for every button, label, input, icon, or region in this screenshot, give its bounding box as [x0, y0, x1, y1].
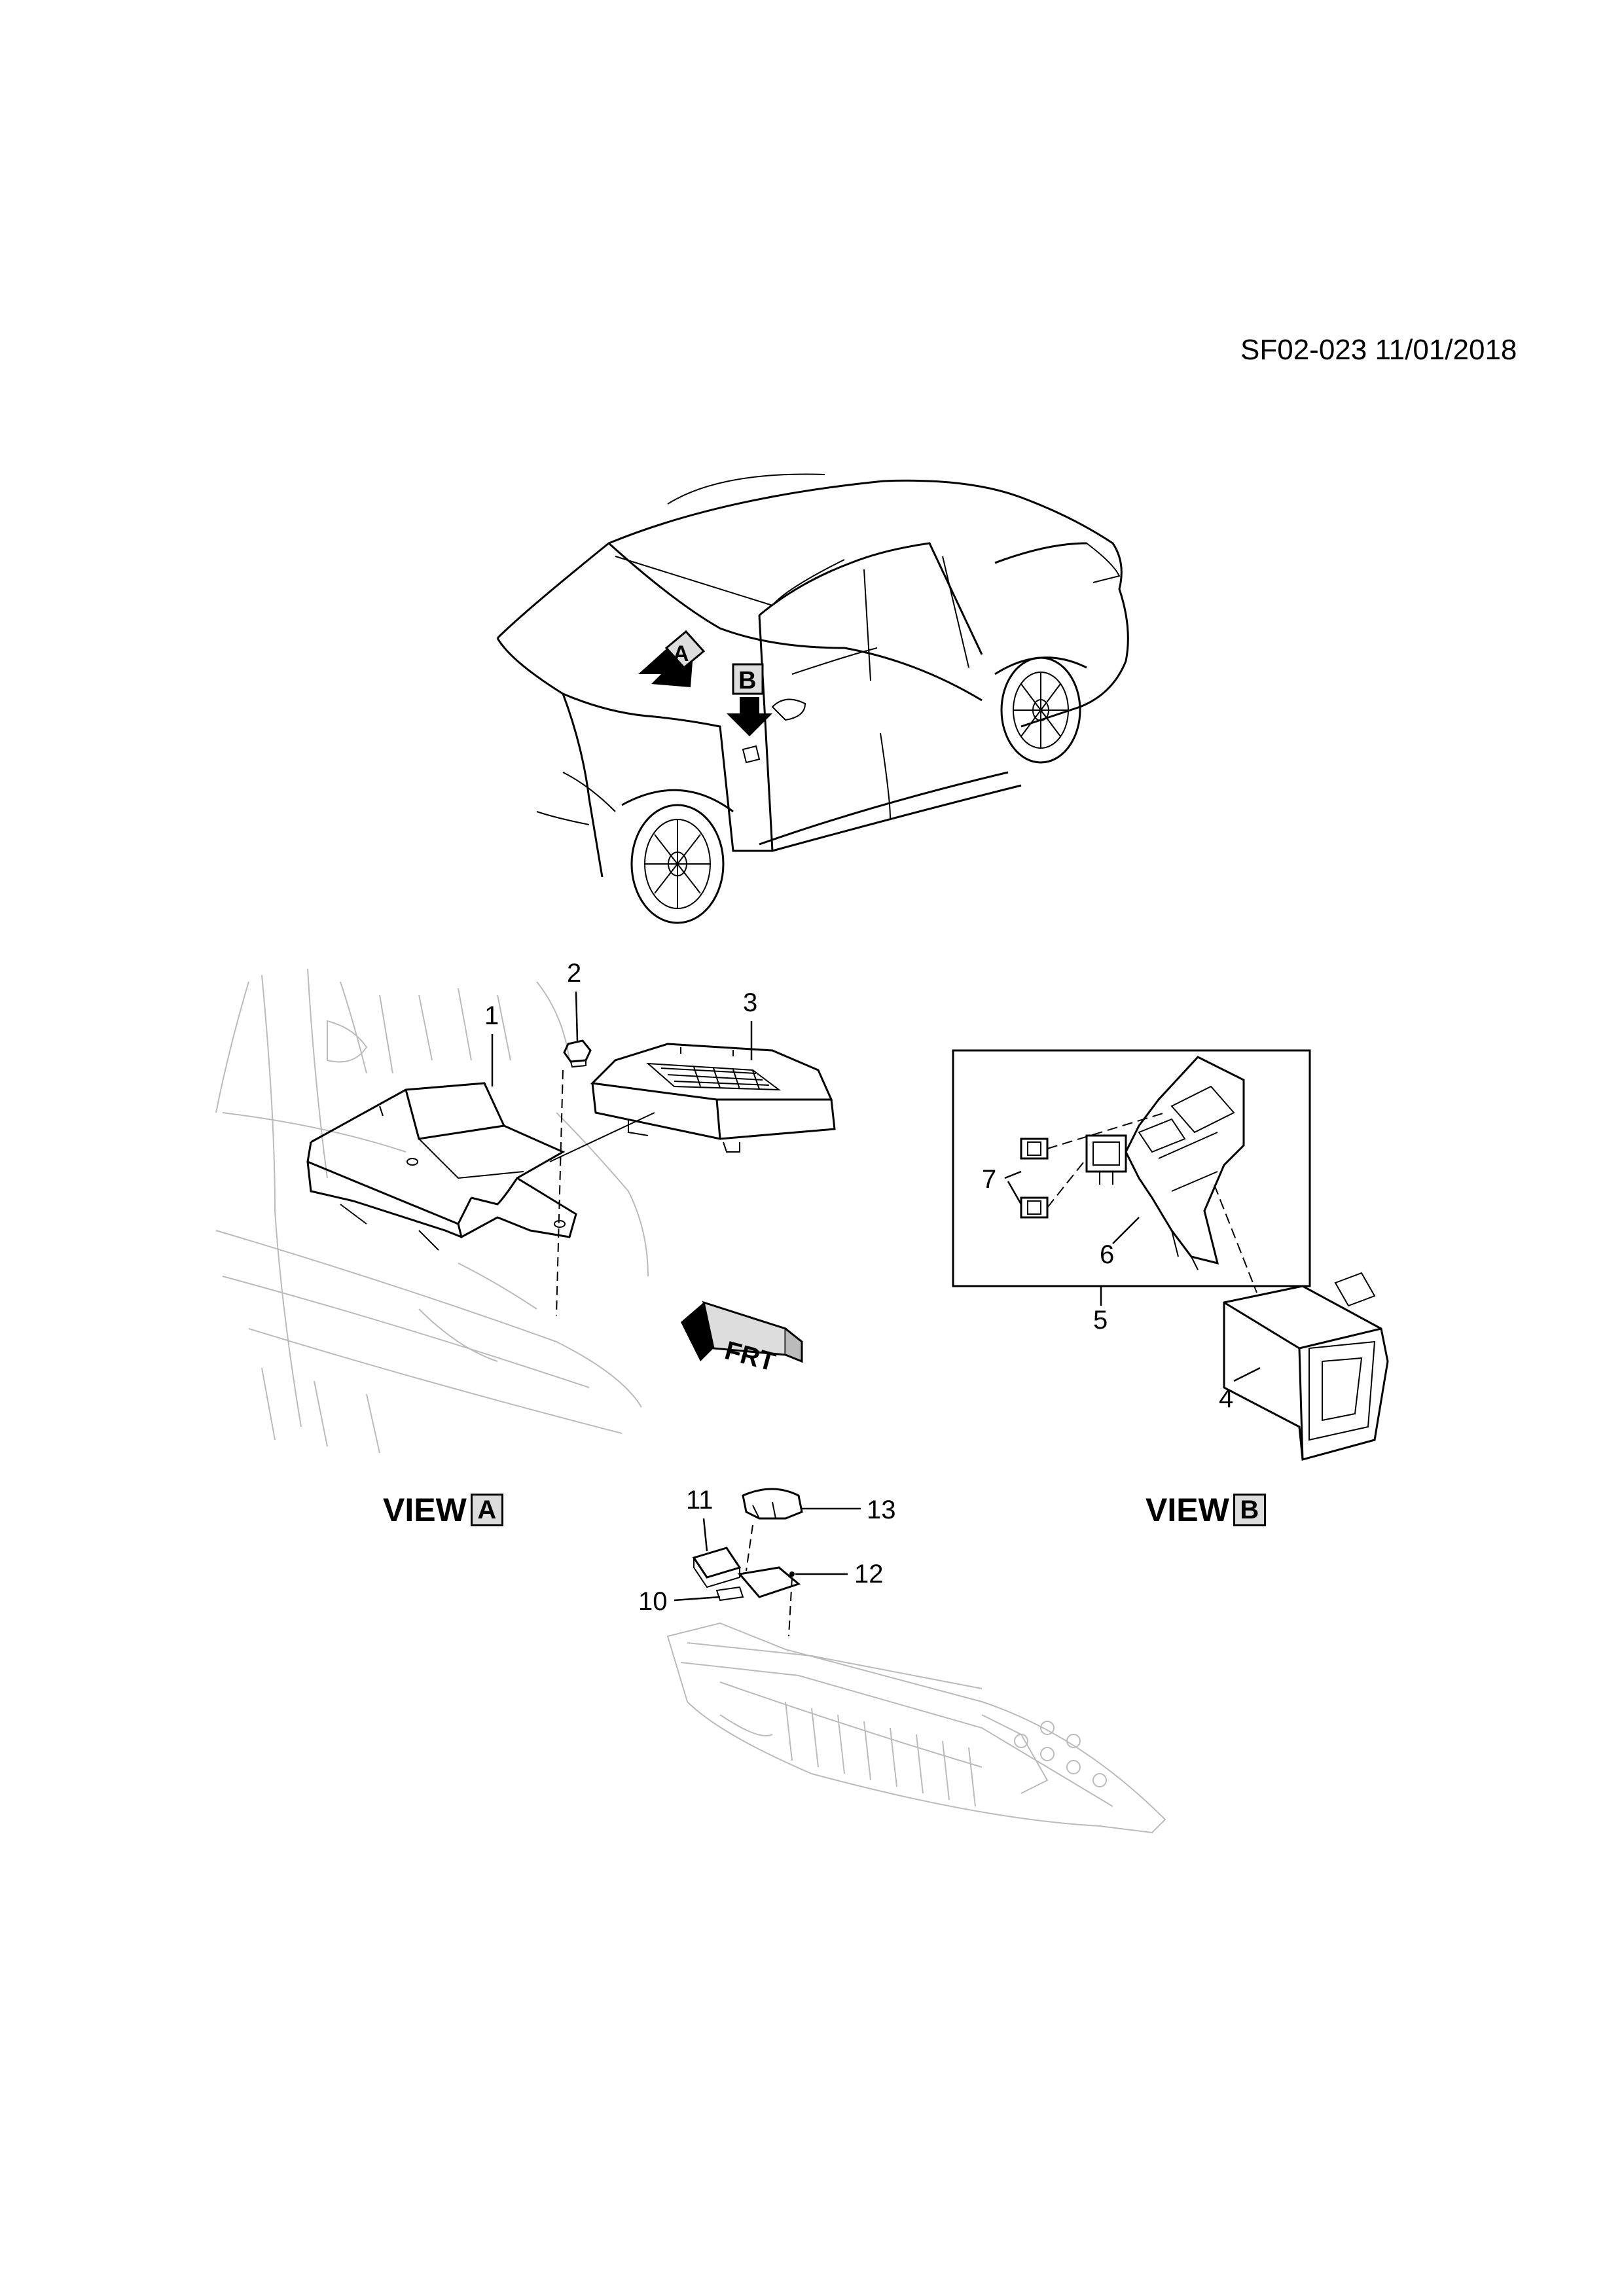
view-a-drawing: FRT — [215, 968, 836, 1454]
floor-panel-drawing — [666, 1488, 1166, 1834]
view-b-text: VIEW — [1146, 1492, 1229, 1528]
leader-line — [674, 1596, 721, 1602]
view-a-text: VIEW — [383, 1492, 467, 1528]
diagram-reference: SF02-023 11/01/2018 — [1240, 334, 1517, 366]
callout-13: 13 — [867, 1496, 896, 1524]
leader-line — [702, 1518, 708, 1552]
view-a-label: VIEW A — [383, 1491, 503, 1529]
view-b-marker: B — [732, 663, 764, 695]
leader-line — [1233, 1367, 1261, 1382]
leader-line — [1004, 1170, 1022, 1205]
car-overview: A B — [496, 473, 1129, 924]
view-b-letter: B — [1233, 1494, 1266, 1526]
callout-3: 3 — [743, 988, 757, 1017]
leader-line — [575, 991, 579, 1041]
callout-4: 4 — [1219, 1384, 1233, 1413]
callout-7: 7 — [982, 1165, 996, 1194]
callout-1: 1 — [484, 1001, 499, 1030]
leader-line — [1112, 1217, 1140, 1244]
front-direction-icon: FRT — [681, 1300, 803, 1377]
view-b-drawing — [952, 1049, 1389, 1461]
svg-text:A: A — [673, 641, 689, 666]
view-a-letter: A — [470, 1494, 503, 1526]
callout-5: 5 — [1093, 1306, 1108, 1335]
svg-text:B: B — [738, 667, 756, 694]
detail-box — [952, 1049, 1311, 1287]
view-a-marker: A — [664, 630, 706, 670]
callout-6: 6 — [1100, 1240, 1114, 1269]
callout-12: 12 — [854, 1560, 884, 1588]
callout-10: 10 — [638, 1587, 668, 1616]
view-arrow-icon — [638, 645, 694, 687]
callout-11: 11 — [686, 1486, 713, 1515]
callout-2: 2 — [567, 959, 581, 988]
view-arrow-icon — [727, 697, 772, 736]
view-b-label: VIEW B — [1146, 1491, 1266, 1529]
